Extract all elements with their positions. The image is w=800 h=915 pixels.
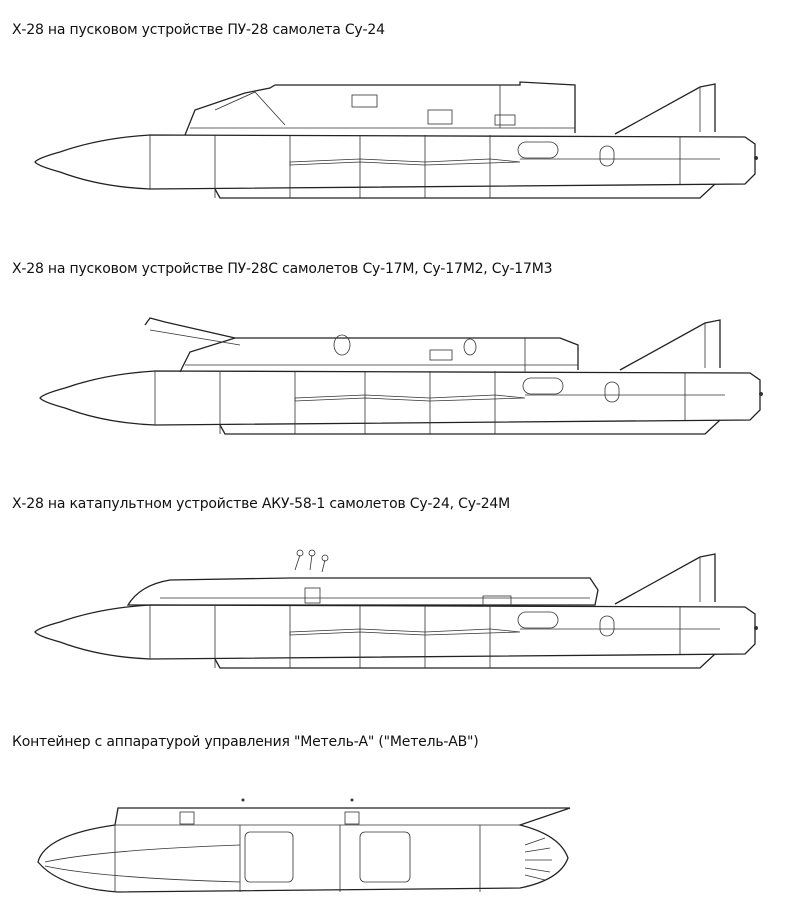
caption-pu-28s: Х-28 на пусковом устройстве ПУ-28С самол… [12,261,553,277]
caption-aku-58-1: Х-28 на катапультном устройстве АКУ-58-1… [12,496,510,512]
missile-aku-58-1 [34,549,759,669]
container-metel [37,798,571,893]
missile-pu-28 [34,81,759,199]
missile-pu-28s [39,317,764,435]
caption-pu-28: Х-28 на пусковом устройстве ПУ-28 самоле… [12,22,385,38]
caption-container-metel: Контейнер с аппаратурой управления "Мете… [12,734,479,750]
